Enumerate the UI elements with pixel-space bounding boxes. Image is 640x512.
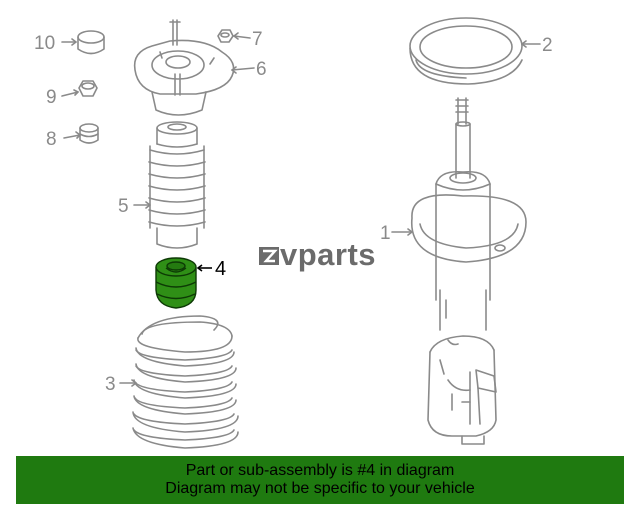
parts-diagram: 10 9 8 7 6 5 4 3 2 1 vparts <box>34 17 553 449</box>
callout-5: 5 <box>118 196 129 217</box>
part-8-bushing[interactable] <box>79 123 99 144</box>
callout-9: 9 <box>46 87 57 108</box>
part-10-cap[interactable] <box>77 30 105 55</box>
callout-10: 10 <box>34 33 55 54</box>
part-5-dust-boot[interactable] <box>148 121 206 249</box>
part-7-nut[interactable] <box>217 29 234 43</box>
info-banner: Part or sub-assembly is #4 in diagram Di… <box>16 456 624 504</box>
logo-mark-icon <box>259 247 279 265</box>
logo-text: vparts <box>280 237 376 272</box>
part-9-nut[interactable] <box>78 80 98 97</box>
callout-3: 3 <box>105 374 116 395</box>
vparts-logo: vparts <box>259 237 376 272</box>
callout-2: 2 <box>542 35 553 56</box>
callout-4: 4 <box>215 258 226 280</box>
part-4-bump-stop[interactable] <box>155 257 197 309</box>
part-2-spring-seat[interactable] <box>409 17 523 85</box>
leader-lines <box>61 32 541 387</box>
callout-8: 8 <box>46 129 57 150</box>
part-1-strut-assembly[interactable] <box>411 97 527 445</box>
leader-line-4 <box>196 264 212 272</box>
callout-7: 7 <box>252 29 263 50</box>
banner-line-1: Part or sub-assembly is #4 in diagram <box>185 462 455 479</box>
banner-line-2: Diagram may not be specific to your vehi… <box>165 480 475 497</box>
part-3-coil-spring[interactable] <box>132 315 239 449</box>
callout-6: 6 <box>256 59 267 80</box>
part-6-strut-mount[interactable] <box>133 19 235 116</box>
callout-1: 1 <box>380 223 391 244</box>
